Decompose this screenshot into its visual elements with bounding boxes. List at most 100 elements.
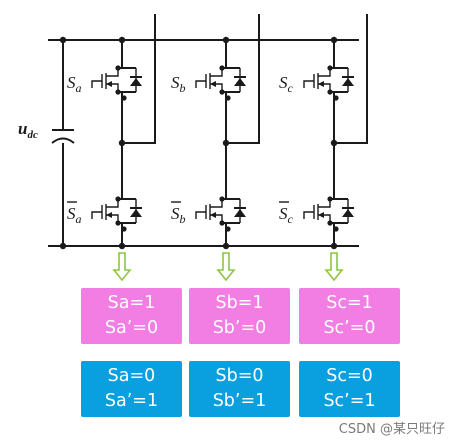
phase-output-wire: [226, 14, 260, 144]
junction-dot: [219, 220, 225, 226]
switch-symbol: S: [67, 204, 76, 223]
transistor-symbol: [317, 199, 331, 223]
transistor-symbol: [209, 68, 223, 92]
junction-dot: [219, 196, 225, 202]
junction-dot: [225, 226, 231, 232]
upper-switch: Sa: [67, 54, 142, 106]
switch-symbol: S: [279, 73, 288, 92]
down-arrow-icon: [216, 252, 236, 282]
lower-switch-label: Sc: [279, 204, 294, 226]
state-box-a-off: Sa=0 Sa’=1: [81, 361, 182, 417]
lower-switch-label: Sb: [171, 204, 186, 226]
state-line: Sb=1: [215, 293, 264, 313]
state-line: Sa’=1: [104, 391, 159, 411]
switch-wire: [222, 54, 240, 106]
junction-dot: [121, 95, 127, 101]
phase-output-wire: [334, 14, 368, 144]
rail-junction-dot: [330, 242, 338, 250]
rail-junction-dot: [222, 36, 230, 44]
junction-dot: [219, 65, 225, 71]
junction-dot: [327, 89, 333, 95]
junction-dot: [115, 196, 121, 202]
junction-dot: [327, 196, 333, 202]
gate-symbol: [303, 74, 315, 88]
lower-switch: Sa: [67, 185, 142, 237]
rail-junction-dot: [118, 242, 126, 250]
junction-dot: [333, 95, 339, 101]
gate-symbol: [91, 74, 103, 88]
state-line: Sc’=0: [323, 318, 376, 338]
state-line: Sa=0: [107, 366, 156, 386]
transistor-symbol: [317, 68, 331, 92]
state-box-c-off: Sc=0 Sc’=1: [299, 361, 400, 417]
transistor-arrow-icon: [106, 81, 112, 87]
gate-symbol: [91, 205, 103, 219]
rail-junction-dot: [222, 242, 230, 250]
transistor-symbol: [105, 68, 119, 92]
state-line: Sb’=1: [212, 391, 267, 411]
state-line: Sa=1: [107, 293, 156, 313]
junction-dot: [219, 89, 225, 95]
switch-wire: [330, 185, 348, 237]
junction-dot: [121, 226, 127, 232]
diode-icon: [234, 209, 246, 217]
rail-junction-dot: [59, 242, 67, 250]
down-arrow-icon: [112, 252, 132, 282]
transistor-arrow-icon: [318, 81, 324, 87]
switch-wire: [330, 54, 348, 106]
lower-switch: Sc: [279, 185, 354, 237]
upper-switch: Sb: [171, 54, 246, 106]
state-line: Sb’=0: [212, 318, 267, 338]
transistor-arrow-icon: [210, 212, 216, 218]
lower-switch: Sb: [171, 185, 246, 237]
transistor-arrow-icon: [106, 212, 112, 218]
state-line: Sc’=1: [323, 391, 376, 411]
junction-dot: [333, 226, 339, 232]
transistor-symbol: [209, 199, 223, 223]
switch-subscript: c: [288, 212, 294, 226]
lower-switch-label: Sa: [67, 204, 82, 226]
gate-symbol: [195, 74, 207, 88]
state-box-b-on: Sb=1 Sb’=0: [189, 288, 290, 344]
transistor-arrow-icon: [210, 81, 216, 87]
switch-subscript: b: [180, 212, 186, 226]
rail-junction-dot: [118, 36, 126, 44]
junction-dot: [115, 65, 121, 71]
state-box-a-on: Sa=1 Sa’=0: [81, 288, 182, 344]
state-line: Sc=0: [326, 366, 373, 386]
phase-output-wire: [122, 14, 156, 144]
switch-symbol: S: [279, 204, 288, 223]
upper-switch-label: Sa: [67, 73, 82, 95]
state-box-b-off: Sb=0 Sb’=1: [189, 361, 290, 417]
state-line: Sc=1: [326, 293, 373, 313]
diode-icon: [130, 209, 142, 217]
transistor-symbol: [105, 199, 119, 223]
upper-switch-label: Sc: [279, 73, 294, 95]
upper-switch-label: Sb: [171, 73, 186, 95]
rail-junction-dot: [330, 36, 338, 44]
gate-symbol: [303, 205, 315, 219]
switch-subscript: b: [180, 81, 186, 95]
junction-dot: [225, 95, 231, 101]
switch-symbol: S: [171, 204, 180, 223]
watermark: CSDN @某只旺仔: [338, 422, 445, 437]
switch-subscript: a: [76, 81, 82, 95]
rail-junction-dot: [59, 36, 67, 44]
switch-symbol: S: [67, 73, 76, 92]
udc-label: udc: [18, 119, 38, 141]
switch-wire: [118, 54, 136, 106]
switch-subscript: c: [288, 81, 294, 95]
state-box-c-on: Sc=1 Sc’=0: [299, 288, 400, 344]
diode-icon: [234, 78, 246, 86]
diode-icon: [130, 78, 142, 86]
junction-dot: [115, 220, 121, 226]
transistor-arrow-icon: [318, 212, 324, 218]
dc-capacitor: [51, 129, 75, 144]
junction-dot: [327, 220, 333, 226]
switch-wire: [118, 185, 136, 237]
state-line: Sb=0: [215, 366, 264, 386]
diode-icon: [342, 78, 354, 86]
